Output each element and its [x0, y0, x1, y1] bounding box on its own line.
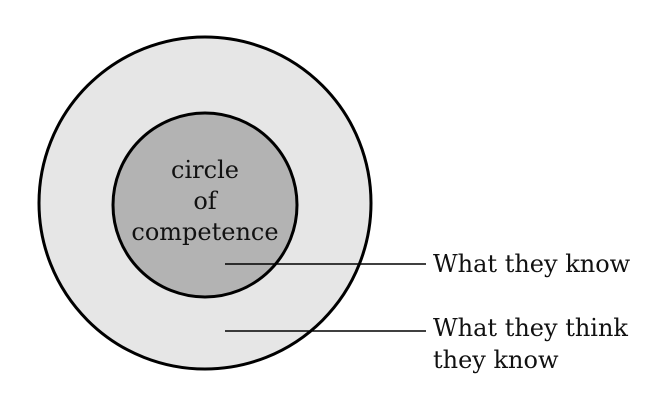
callout-label-think-know-line-1: What they think	[433, 314, 628, 342]
inner-circle	[111, 111, 299, 299]
callout-label-know: What they know	[433, 250, 631, 278]
inner-circle-label-line-1: circle	[171, 156, 239, 184]
callout-label-think-know-line-2: they know	[433, 346, 559, 374]
inner-circle-label-line-3: competence	[131, 218, 278, 246]
inner-circle-label-line-2: of	[193, 187, 218, 215]
